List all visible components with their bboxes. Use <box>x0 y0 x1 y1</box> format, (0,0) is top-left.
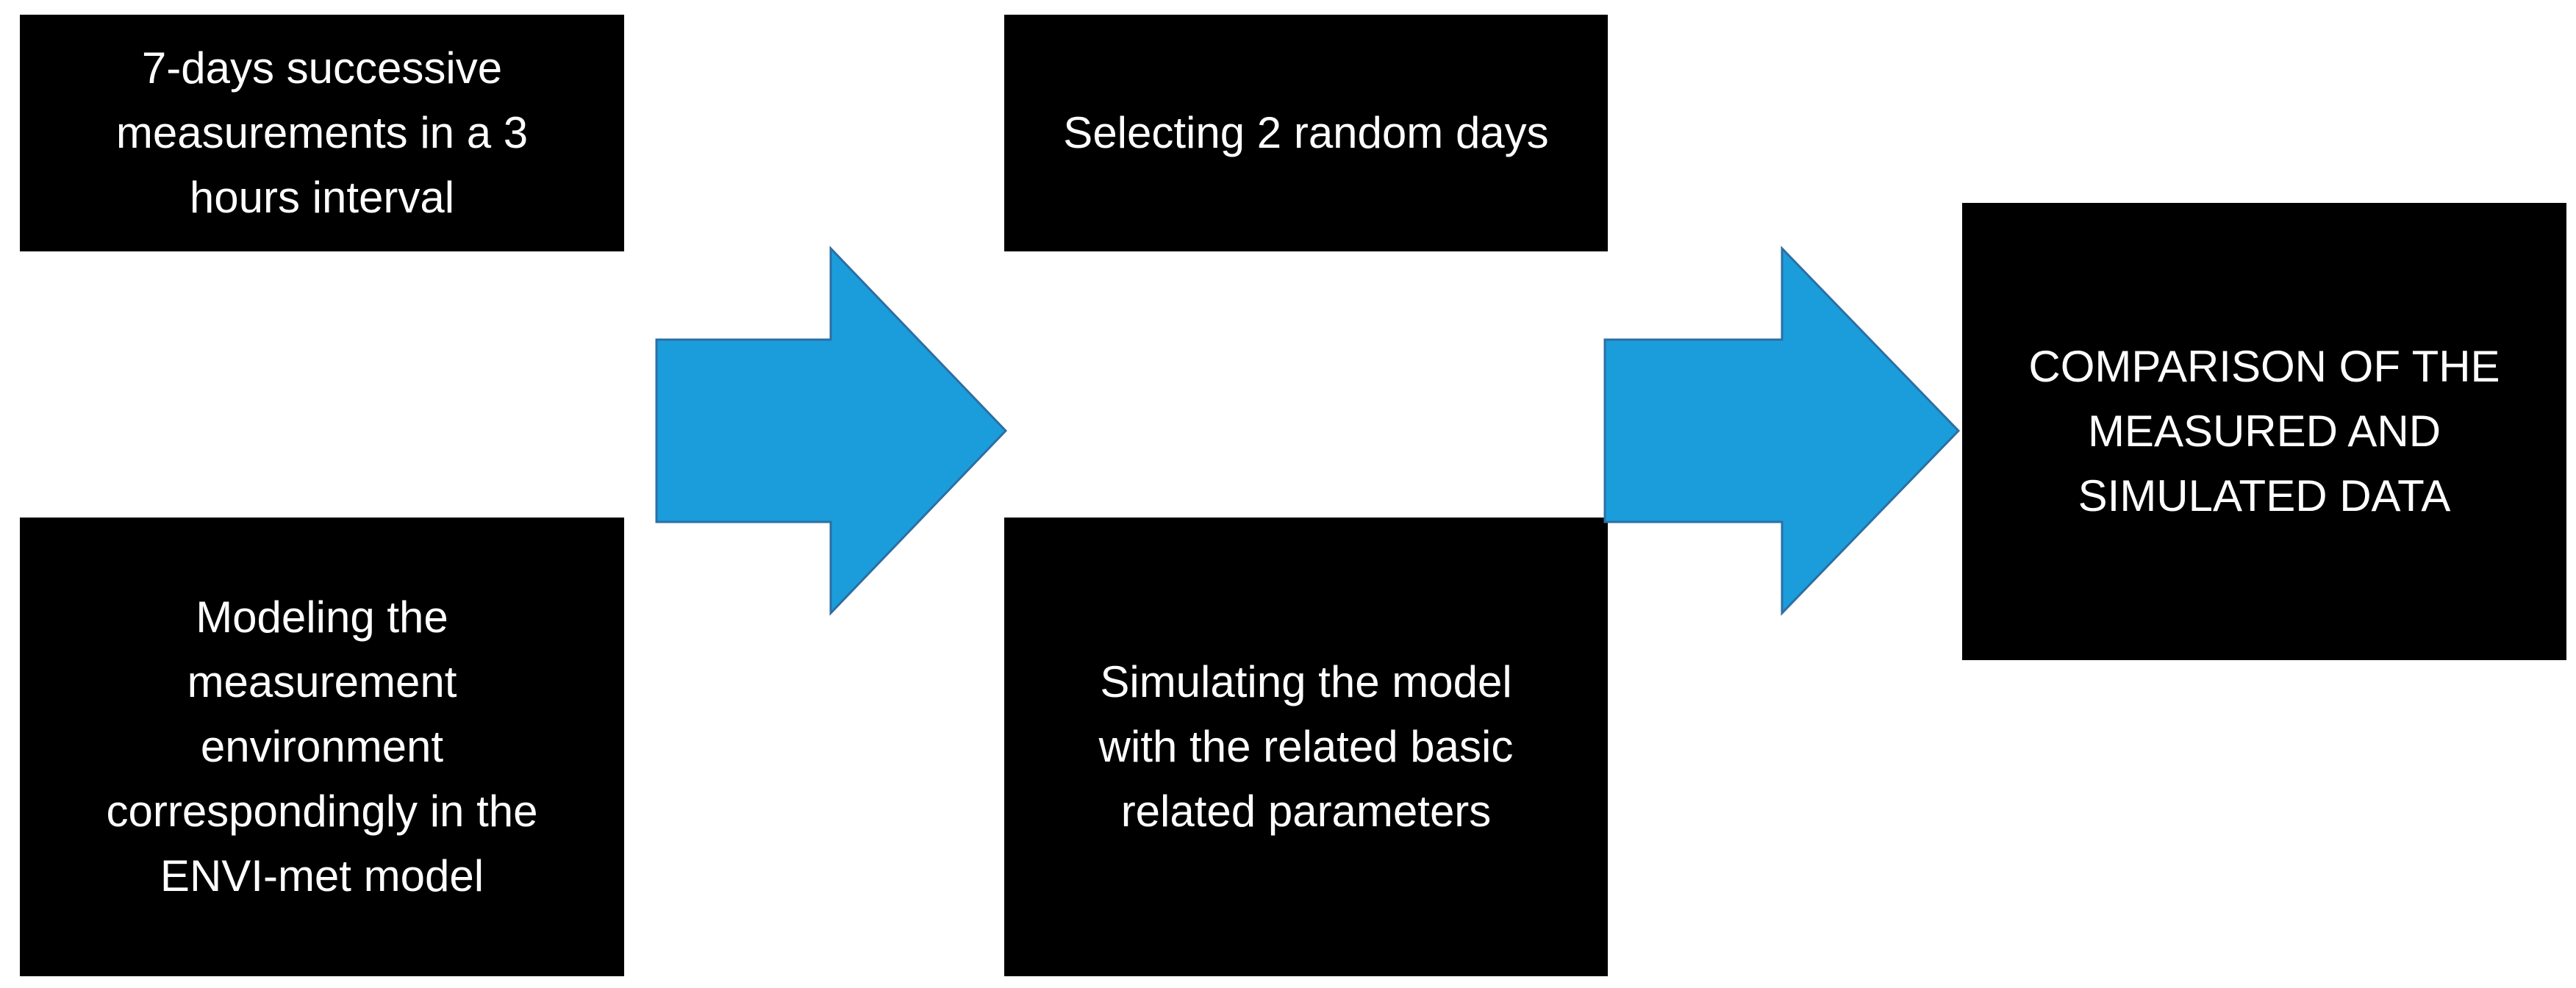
selecting-box-text: Selecting 2 random days <box>1063 108 1549 157</box>
measurements-box: 7-days successive measurements in a 3 ho… <box>20 15 624 251</box>
selecting-box: Selecting 2 random days <box>1004 15 1608 251</box>
modeling-box-text: Modeling the measurement environment cor… <box>106 593 538 901</box>
arrow-2-icon <box>1603 246 1961 616</box>
measurements-box-text: 7-days successive measurements in a 3 ho… <box>115 43 529 222</box>
arrow-2-shape <box>1603 246 1961 616</box>
comparison-box-text: COMPARISON OF THE MEASURED AND SIMULATED… <box>2028 342 2500 520</box>
simulating-box-text: Simulating the model with the related ba… <box>1098 657 1514 836</box>
simulating-box: Simulating the model with the related ba… <box>1004 518 1608 976</box>
arrow-1-shape <box>655 246 1008 616</box>
arrow-1-icon <box>655 246 1008 616</box>
comparison-box: COMPARISON OF THE MEASURED AND SIMULATED… <box>1962 203 2566 660</box>
modeling-box: Modeling the measurement environment cor… <box>20 518 624 976</box>
